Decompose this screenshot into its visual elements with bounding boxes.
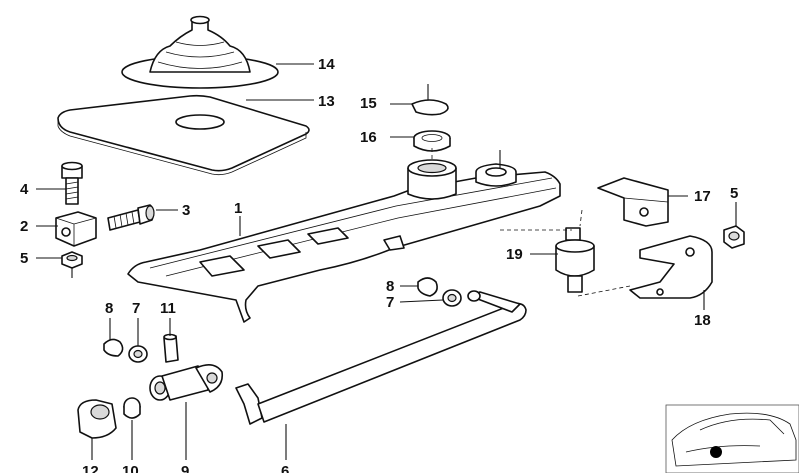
callout-15: 15 bbox=[360, 95, 377, 112]
callout-7-left: 7 bbox=[132, 300, 140, 317]
callout-3: 3 bbox=[182, 202, 190, 219]
part-9-joint bbox=[149, 364, 224, 460]
callout-1: 1 bbox=[234, 200, 242, 217]
part-12-bushing bbox=[77, 399, 117, 460]
callout-8-right: 8 bbox=[386, 278, 394, 295]
callout-5-left: 5 bbox=[20, 250, 28, 267]
part-8-circlip-left bbox=[103, 338, 124, 357]
part-2-clamp-block bbox=[55, 211, 97, 247]
callout-12: 12 bbox=[82, 463, 99, 473]
part-1-shift-bracket bbox=[127, 150, 561, 323]
part-11-pin bbox=[163, 333, 179, 363]
part-6-shift-rod bbox=[235, 290, 527, 460]
part-16-bushing bbox=[413, 130, 451, 168]
part-5-nut-left bbox=[61, 251, 83, 278]
leader-lines bbox=[36, 63, 737, 346]
part-7-washer-right bbox=[442, 289, 462, 307]
callout-10: 10 bbox=[122, 463, 139, 473]
callout-18: 18 bbox=[694, 312, 711, 329]
part-8-circlip-right bbox=[417, 277, 438, 297]
callout-2: 2 bbox=[20, 218, 28, 235]
callout-11: 11 bbox=[160, 300, 176, 317]
part-10-plug bbox=[123, 397, 141, 460]
part-7-washer-left bbox=[128, 345, 148, 363]
callout-labels: 14 13 15 16 4 3 2 5 1 17 5 19 8 7 8 7 11… bbox=[20, 56, 738, 473]
callout-6: 6 bbox=[281, 463, 289, 473]
part-14-shift-boot bbox=[121, 15, 279, 89]
callout-13: 13 bbox=[318, 93, 335, 110]
callout-19: 19 bbox=[506, 246, 523, 263]
callout-9: 9 bbox=[181, 463, 189, 473]
part-4-bolt bbox=[61, 161, 83, 205]
callout-5-right: 5 bbox=[730, 185, 738, 202]
callout-4: 4 bbox=[20, 181, 29, 198]
part-5-nut-right bbox=[723, 225, 745, 249]
part-13-cover-plate bbox=[57, 94, 310, 176]
part-3-screw bbox=[107, 204, 155, 231]
callout-17: 17 bbox=[694, 188, 711, 205]
part-17-upper-bracket bbox=[597, 177, 669, 227]
callout-14: 14 bbox=[318, 56, 335, 73]
car-location-thumbnail bbox=[665, 404, 799, 473]
callout-7-right: 7 bbox=[386, 294, 394, 311]
callout-16: 16 bbox=[360, 129, 377, 146]
part-18-lower-bracket bbox=[629, 235, 713, 299]
part-15-circlip bbox=[411, 84, 449, 116]
part-19-rubber-mount bbox=[500, 209, 631, 297]
callout-8-left: 8 bbox=[105, 300, 113, 317]
